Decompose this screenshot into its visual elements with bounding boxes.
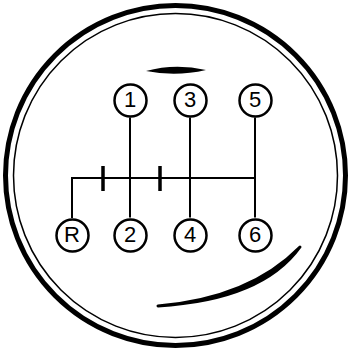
- gear-number: 6: [238, 218, 273, 247]
- neutral-gate: [72, 178, 255, 218]
- gear-number: 1: [113, 83, 148, 112]
- gear-number: R: [55, 218, 90, 247]
- gate-line: [189, 118, 191, 218]
- gate-line: [254, 118, 256, 218]
- gear-circle: 3: [173, 83, 208, 118]
- gear-circle: 1: [113, 83, 148, 118]
- gear-number: 4: [173, 218, 208, 247]
- highlight-top: [146, 67, 206, 74]
- inner-ring: [14, 14, 338, 338]
- gear-circle: 6: [238, 218, 273, 253]
- gear-circle: 4: [173, 218, 208, 253]
- gear-number: 3: [173, 83, 208, 112]
- gear-circle: 5: [238, 83, 273, 118]
- gear-number: 2: [113, 218, 148, 247]
- gear-circle: 2: [113, 218, 148, 253]
- gate-line: [129, 118, 131, 218]
- highlight-bottom: [158, 247, 300, 306]
- detent-mark: [158, 166, 162, 191]
- detent-mark: [101, 166, 105, 191]
- gear-number: 5: [238, 83, 273, 112]
- gear-circle: R: [55, 218, 90, 253]
- outer-ring: [6, 6, 346, 346]
